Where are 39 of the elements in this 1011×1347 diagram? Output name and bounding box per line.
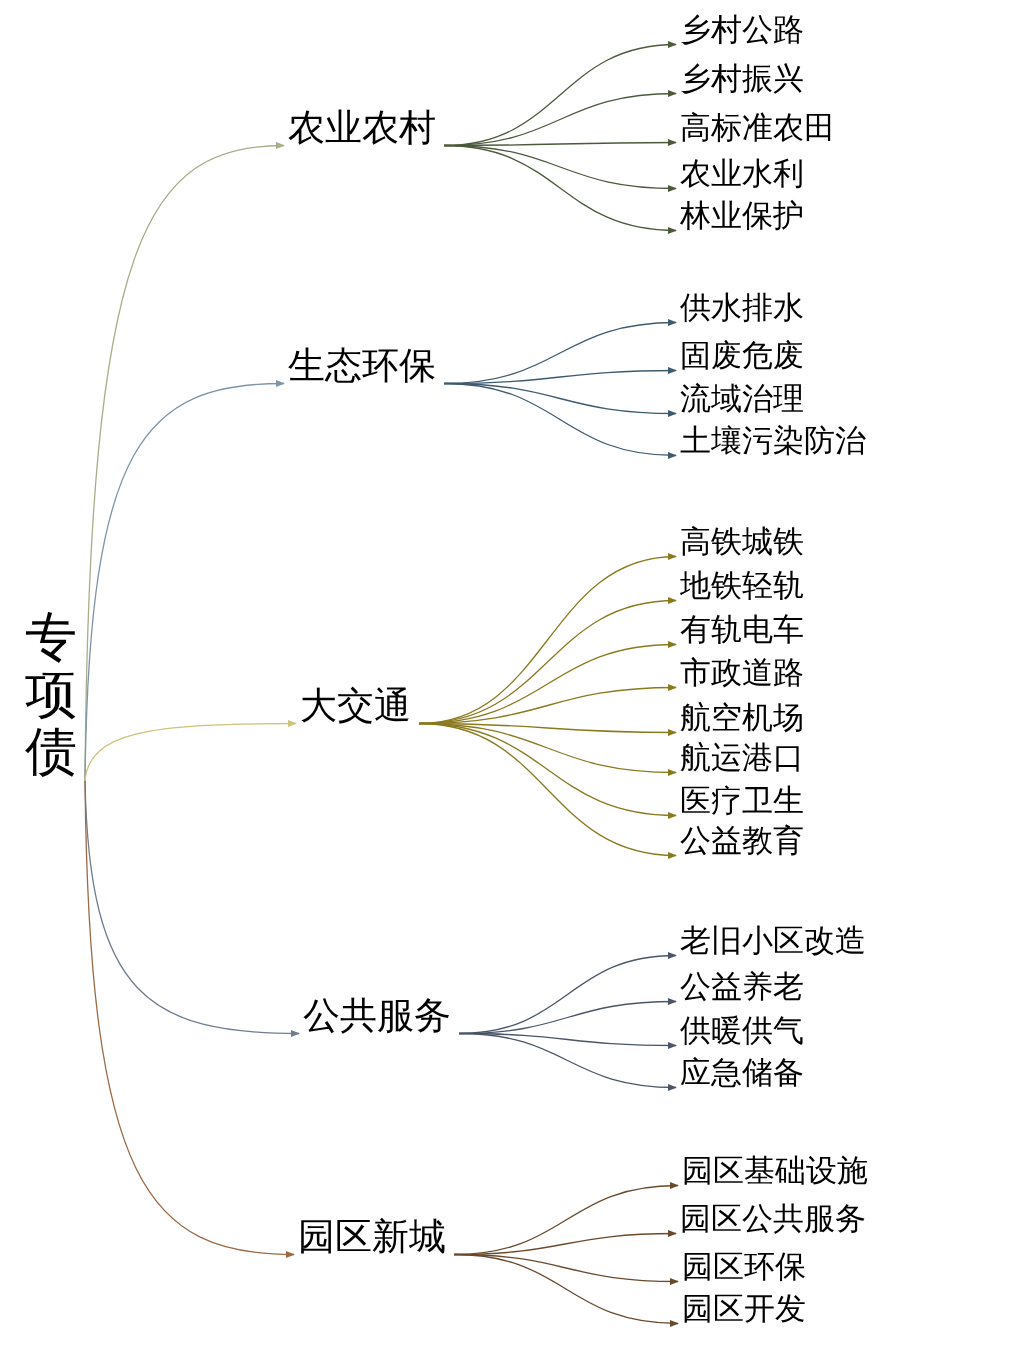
connector-arrow xyxy=(418,722,677,859)
leaf-topic: 老旧小区改造 xyxy=(680,924,866,956)
leaf-topic: 农业水利 xyxy=(680,157,804,189)
leaf-topic: 流域治理 xyxy=(680,382,804,414)
leaf-topic: 固废危废 xyxy=(680,339,804,371)
leaf-topic: 公益教育 xyxy=(680,824,804,856)
connector-arrow xyxy=(458,1032,677,1091)
leaf-topic: 园区环保 xyxy=(682,1250,806,1282)
leaf-topic: 医疗卫生 xyxy=(680,784,804,816)
leaf-topic: 园区公共服务 xyxy=(680,1202,866,1234)
leaf-topic: 高铁城铁 xyxy=(680,525,804,557)
branch-topic: 农业农村 xyxy=(288,108,436,146)
leaf-topic: 市政道路 xyxy=(680,656,804,688)
leaf-topic: 园区开发 xyxy=(682,1292,806,1324)
leaf-topic: 园区基础设施 xyxy=(682,1154,868,1186)
branch-topic: 公共服务 xyxy=(303,996,451,1034)
connector-arrow xyxy=(443,144,677,234)
leaf-topic: 土壤污染防治 xyxy=(680,424,866,456)
leaf-topic: 林业保护 xyxy=(680,199,804,231)
leaf-topic: 公益养老 xyxy=(680,970,804,1002)
leaf-topic: 应急储备 xyxy=(680,1056,804,1088)
connector-arrow xyxy=(84,780,295,1258)
leaf-topic: 有轨电车 xyxy=(680,613,804,645)
connector-arrow xyxy=(84,380,285,782)
leaf-topic: 地铁轻轨 xyxy=(680,569,804,601)
leaf-topic: 乡村公路 xyxy=(680,13,804,45)
connector-arrow xyxy=(84,719,297,782)
leaf-topic: 高标准农田 xyxy=(680,111,835,143)
leaf-topic: 乡村振兴 xyxy=(680,62,804,94)
leaf-topic: 供暖供气 xyxy=(680,1014,804,1046)
leaf-topic: 航运港口 xyxy=(680,741,804,773)
root-topic: 专项债 xyxy=(25,609,77,781)
connector-arrow xyxy=(443,382,677,459)
leaf-topic: 供水排水 xyxy=(680,291,804,323)
branch-topic: 大交通 xyxy=(300,686,411,724)
branch-topic: 园区新城 xyxy=(298,1217,446,1255)
leaf-topic: 航空机场 xyxy=(680,701,804,733)
branch-topic: 生态环保 xyxy=(288,346,436,384)
connector-arrow xyxy=(453,1253,679,1327)
